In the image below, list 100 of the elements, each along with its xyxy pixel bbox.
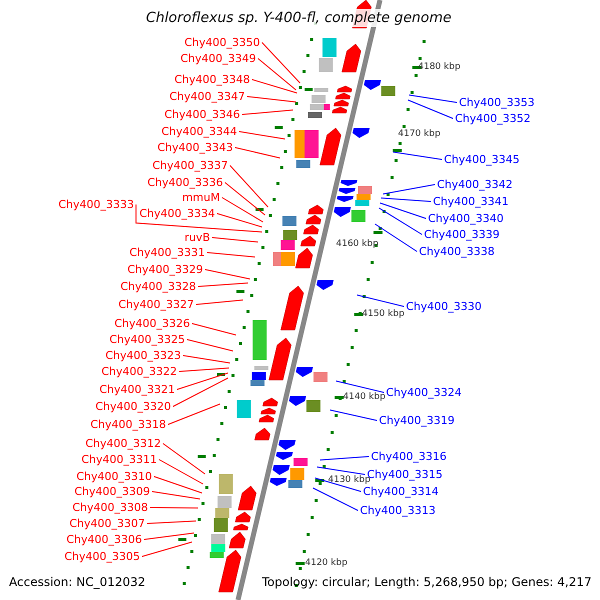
gene-label: Chy400_3334 <box>139 207 215 220</box>
gene-label: Chy400_3311 <box>81 453 157 466</box>
leader-line <box>380 202 426 219</box>
leader-line <box>152 491 200 500</box>
gene-label: Chy400_3323 <box>105 349 181 362</box>
gene-label: Chy400_3321 <box>99 383 175 396</box>
gene-label: Chy400_3316 <box>371 450 447 463</box>
gene-label: Chy400_3313 <box>360 504 436 517</box>
gene-label: Chy400_3330 <box>406 300 482 313</box>
leader-line <box>154 476 202 494</box>
scale-label: 4140 kbp <box>343 391 386 404</box>
leader-line <box>168 404 220 425</box>
scale-label: 4170 kbp <box>398 128 440 141</box>
scale-label: 4160 kbp <box>336 238 378 251</box>
leader-line <box>234 147 280 158</box>
leader-line <box>238 131 286 140</box>
leader-line <box>356 294 404 307</box>
leader-line <box>242 110 294 115</box>
diagram-title: Chloroflexus sp. Y-400-fl, complete genome <box>146 9 452 27</box>
leader-line <box>216 213 262 228</box>
gene-label: Chy400_3346 <box>164 108 240 121</box>
leader-line <box>330 410 378 421</box>
gene-label: Chy400_3345 <box>444 153 520 166</box>
gene-label: Chy400_3337 <box>152 159 228 172</box>
leader-line <box>316 466 366 475</box>
leader-line <box>176 372 228 390</box>
leader-line <box>408 100 454 119</box>
gene-label: Chy400_3338 <box>419 245 495 258</box>
gene-label: Chy400_3314 <box>363 485 439 498</box>
leader-line <box>314 478 362 492</box>
leader-line <box>336 380 384 393</box>
leader-line <box>206 252 256 258</box>
gene-label: Chy400_3308 <box>72 501 148 514</box>
scale-label: 4150 kbp <box>362 308 404 321</box>
leader-line <box>252 79 298 94</box>
leader-line <box>158 459 204 484</box>
gene-label: mmuM <box>182 191 220 204</box>
gene-label: Chy400_3325 <box>109 333 185 346</box>
gene-label: Chy400_3309 <box>74 485 150 498</box>
leader-line <box>136 204 262 232</box>
gene-label: Chy400_3324 <box>386 386 462 399</box>
leader-line <box>142 542 192 557</box>
leader-line <box>198 282 248 287</box>
leader-line <box>258 58 296 90</box>
gene-label: Chy400_3305 <box>64 550 140 563</box>
leader-line <box>374 224 418 252</box>
leader-line <box>230 165 268 208</box>
gene-label: Chy400_3322 <box>101 365 177 378</box>
gene-label: Chy400_3331 <box>129 246 205 259</box>
gene-label: ruvB <box>184 231 210 244</box>
leader-line <box>382 184 436 194</box>
gene-label: Chy400_3306 <box>66 533 142 546</box>
leader-line <box>178 368 230 372</box>
leader-line <box>182 355 230 364</box>
gene-label: Chy400_3336 <box>147 176 223 189</box>
gene-label: Chy400_3333 <box>58 198 134 211</box>
gene-label: Chy400_3312 <box>85 437 161 450</box>
leader-line <box>192 323 236 336</box>
leader-line <box>196 300 244 305</box>
gene-label: Chy400_3319 <box>379 414 455 427</box>
leader-line <box>380 198 432 202</box>
leader-line <box>212 237 258 242</box>
leader-line <box>378 208 422 235</box>
gene-label: Chy400_3326 <box>114 317 190 330</box>
leader-line <box>408 94 458 103</box>
leader-line <box>246 96 296 102</box>
scale-label: 4180 kbp <box>418 61 460 74</box>
leader-line <box>320 456 370 460</box>
leader-line <box>150 507 198 508</box>
gene-label: Chy400_3339 <box>424 228 500 241</box>
gene-label: Chy400_3328 <box>120 280 196 293</box>
scale-label: 4120 kbp <box>305 557 348 570</box>
gene-label: Chy400_3318 <box>90 418 166 431</box>
leader-line <box>222 197 264 222</box>
gene-label: Chy400_3344 <box>161 125 237 138</box>
leader-line <box>262 42 300 84</box>
accession-text: Accession: NC_012032 <box>9 575 146 590</box>
leader-line <box>186 339 234 352</box>
leader-line <box>392 152 442 160</box>
gene-label: Chy400_3342 <box>437 178 513 191</box>
gene-label: Chy400_3343 <box>157 141 233 154</box>
gene-label: Chy400_3341 <box>433 195 509 208</box>
leader-line <box>162 443 206 474</box>
leader-line <box>204 269 250 280</box>
gene-label: Chy400_3310 <box>76 470 152 483</box>
gene-label: Chy400_3347 <box>169 90 245 103</box>
gene-label: Chy400_3349 <box>180 52 256 65</box>
gene-label: Chy400_3320 <box>95 400 171 413</box>
leader-line <box>144 532 194 540</box>
gene-label: Chy400_3352 <box>455 112 531 125</box>
gene-label: Chy400_3327 <box>118 298 194 311</box>
gene-label: Chy400_3353 <box>459 96 535 109</box>
gene-label: Chy400_3307 <box>69 517 145 530</box>
gene-label: Chy400_3340 <box>428 212 504 225</box>
leader-line <box>172 378 228 407</box>
gene-label: Chy400_3329 <box>127 263 203 276</box>
leader-line <box>312 488 358 511</box>
gene-label: Chy400_3348 <box>174 73 250 86</box>
genome-stats-text: Topology: circular; Length: 5,268,950 bp; Genes: 4,217 <box>262 575 592 590</box>
leader-line <box>146 520 196 524</box>
